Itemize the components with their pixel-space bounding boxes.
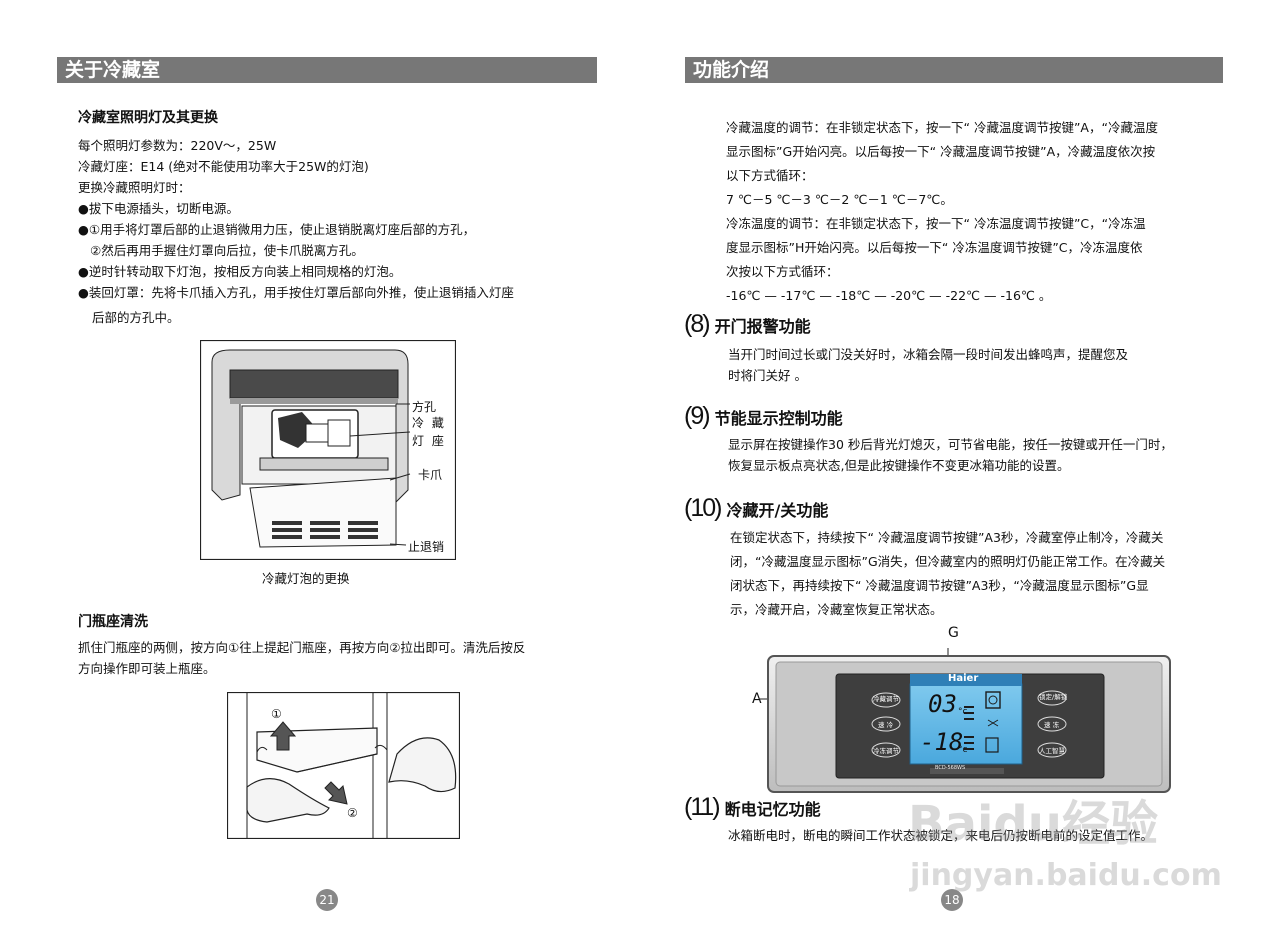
page-number-left: 21: [316, 889, 338, 911]
panel-fridge-temp: 03: [928, 690, 957, 718]
panel-btn-fridge: 冷藏调节: [873, 695, 899, 703]
body-line: 闭状态下，再持续按下“ 冷藏温度调节按键”A3秒，“冷藏温度显示图标”G显: [730, 578, 1149, 593]
lamp-lines: 每个照明灯参数为：220V～，25W 冷藏灯座：E14 (绝对不能使用功率大于2…: [78, 135, 514, 328]
lamp-title: 冷藏室照明灯及其更换: [78, 110, 218, 126]
panel-fridge-unit: °c: [958, 707, 968, 717]
intro-line: 7 ℃－5 ℃－3 ℃－2 ℃－1 ℃－7℃。: [726, 192, 953, 207]
lamp-line: 每个照明灯参数为：220V～，25W: [78, 138, 277, 153]
panel-btn-quick-freeze: 速 冻: [1044, 721, 1060, 729]
label-lamp-socket-1: 冷 藏: [412, 416, 446, 430]
heading-number: (11): [684, 793, 721, 821]
label-claw: 卡爪: [418, 468, 443, 482]
energy-display-text: 显示屏在按键操作30 秒后背光灯熄灭，可节省电能，按任一按键或开任一门时， 恢复…: [728, 434, 1173, 476]
intro-line: 显示图标”G开始闪亮。以后每按一下“ 冷藏温度调节按键”A，冷藏温度依次按: [726, 144, 1156, 159]
lamp-line: ②然后再用手握住灯罩向后拉，使卡爪脱离方孔。: [90, 243, 364, 258]
heading-number: (10): [684, 494, 722, 522]
lamp-figure-caption: 冷藏灯泡的更换: [262, 571, 350, 586]
section-title-functions: 功能介绍: [685, 57, 1223, 83]
bottle-lines: 抓住门瓶座的两侧，按方向①往上提起门瓶座，再按方向②拉出即可。清洗后按反 方向操…: [78, 637, 525, 679]
body-line: 时将门关好 。: [728, 368, 807, 383]
body-line: 当开门时间过长或门没关好时，冰箱会隔一段时间发出蜂鸣声，提醒您及: [728, 347, 1129, 362]
power-memory-text: 冰箱断电时，断电的瞬间工作状态被锁定，来电后仍按断电前的设定值工作。: [728, 825, 1153, 846]
heading-text: 节能显示控制功能: [714, 409, 843, 428]
label-square-hole: 方孔: [412, 400, 437, 414]
panel-brand: Haier: [948, 673, 979, 684]
heading-energy-display: (9) 节能显示控制功能: [684, 402, 843, 431]
body-line: 闭，“冷藏温度显示图标”G消失，但冷藏室内的照明灯仍能正常工作。在冷藏关: [730, 554, 1166, 569]
intro-line: 次按以下方式循环：: [726, 264, 839, 279]
intro-line: 冷藏温度的调节：在非锁定状态下，按一下“ 冷藏温度调节按键”A，“冷藏温度: [726, 120, 1158, 135]
lamp-figure: [200, 340, 456, 560]
heading-number: (8): [684, 310, 711, 338]
bottle-line: 抓住门瓶座的两侧，按方向①往上提起门瓶座，再按方向②拉出即可。清洗后按反: [78, 640, 526, 655]
lamp-line: 冷藏灯座：E14 (绝对不能使用功率大于25W的灯泡): [78, 159, 369, 174]
control-panel-figure: [760, 648, 1171, 793]
door-alarm-text: 当开门时间过长或门没关好时，冰箱会隔一段时间发出蜂鸣声，提醒您及 时将门关好 。: [728, 344, 1128, 386]
body-line: 在锁定状态下，持续按下“ 冷藏温度调节按键”A3秒，冷藏室停止制冷，冷藏关: [730, 530, 1164, 545]
panel-model: BCD-568WS: [935, 765, 966, 771]
page-number-right: 18: [941, 889, 963, 911]
watermark-url: jingyan.baidu.com: [910, 858, 1222, 893]
heading-text: 断电记忆功能: [724, 800, 821, 819]
panel-btn-lock: 锁定/解锁: [1039, 693, 1068, 701]
panel-freezer-unit: °c: [958, 745, 968, 755]
right-page: 功能介绍 冷藏温度的调节：在非锁定状态下，按一下“ 冷藏温度调节按键”A，“冷藏…: [640, 0, 1280, 946]
panel-btn-quick-cool: 速 冷: [878, 721, 894, 729]
body-line: 示，冷藏开启，冷藏室恢复正常状态。: [730, 602, 943, 617]
left-page: 关于冷藏室 冷藏室照明灯及其更换 每个照明灯参数为：220V～，25W 冷藏灯座…: [57, 57, 597, 911]
bottle-line: 方向操作即可装上瓶座。: [78, 661, 216, 676]
intro-line: -16℃ — -17℃ — -18℃ — -20℃ — -22℃ — -16℃ …: [726, 288, 1052, 303]
body-line: 显示屏在按键操作30 秒后背光灯熄灭，可节省电能，按任一按键或开任一门时，: [728, 437, 1173, 452]
lamp-line: ●拔下电源插头，切断电源。: [78, 201, 239, 216]
panel-freezer-temp: -18: [920, 728, 964, 756]
lamp-line: 更换冷藏照明灯时：: [78, 180, 191, 195]
intro-line: 以下方式循环：: [726, 168, 814, 183]
lamp-line: 后部的方孔中。: [92, 310, 180, 325]
section-title-cold-room: 关于冷藏室: [57, 57, 597, 83]
heading-text: 冷藏开/关功能: [726, 501, 829, 520]
heading-door-alarm: (8) 开门报警功能: [684, 310, 811, 339]
bottle-direction-1: ①: [271, 707, 282, 721]
bottle-rack-figure: [227, 692, 460, 839]
body-line: 冰箱断电时，断电的瞬间工作状态被锁定，来电后仍按断电前的设定值工作。: [728, 828, 1154, 843]
panel-label-g: G: [948, 625, 959, 641]
heading-power-memory: (11) 断电记忆功能: [684, 793, 821, 822]
intro-line: 冷冻温度的调节：在非锁定状态下，按一下“ 冷冻温度调节按键”C，“冷冻温: [726, 216, 1146, 231]
bottle-direction-2: ②: [347, 806, 358, 820]
label-stop-pin: 止退销: [408, 540, 445, 554]
heading-fridge-onoff: (10) 冷藏开/关功能: [684, 494, 828, 523]
panel-label-a: A: [752, 691, 762, 707]
lamp-line: ●逆时针转动取下灯泡，按相反方向装上相同规格的灯泡。: [78, 264, 402, 279]
body-line: 恢复显示板点亮状态,但是此按键操作不变更冰箱功能的设置。: [728, 458, 1070, 473]
intro-lines: 冷藏温度的调节：在非锁定状态下，按一下“ 冷藏温度调节按键”A，“冷藏温度 显示…: [726, 116, 1158, 308]
watermark-brand: Baidu经验: [908, 796, 1158, 852]
intro-line: 度显示图标”H开始闪亮。以后每按一下“ 冷冻温度调节按键”C，冷冻温度依: [726, 240, 1143, 255]
panel-btn-smart: 人工智慧: [1039, 747, 1065, 755]
heading-number: (9): [684, 402, 711, 430]
lamp-line: ●装回灯罩：先将卡爪插入方孔，用手按住灯罩后部向外推，使止退销插入灯座: [78, 285, 514, 300]
label-lamp-socket-2: 灯 座: [412, 434, 446, 448]
lamp-line: ●①用手将灯罩后部的止退销微用力压，使止退销脱离灯座后部的方孔，: [78, 222, 476, 237]
fridge-onoff-text: 在锁定状态下，持续按下“ 冷藏温度调节按键”A3秒，冷藏室停止制冷，冷藏关 闭，…: [730, 526, 1165, 622]
panel-btn-freezer: 冷冻调节: [873, 747, 899, 755]
bottle-title: 门瓶座清洗: [78, 614, 148, 630]
heading-text: 开门报警功能: [714, 317, 811, 336]
